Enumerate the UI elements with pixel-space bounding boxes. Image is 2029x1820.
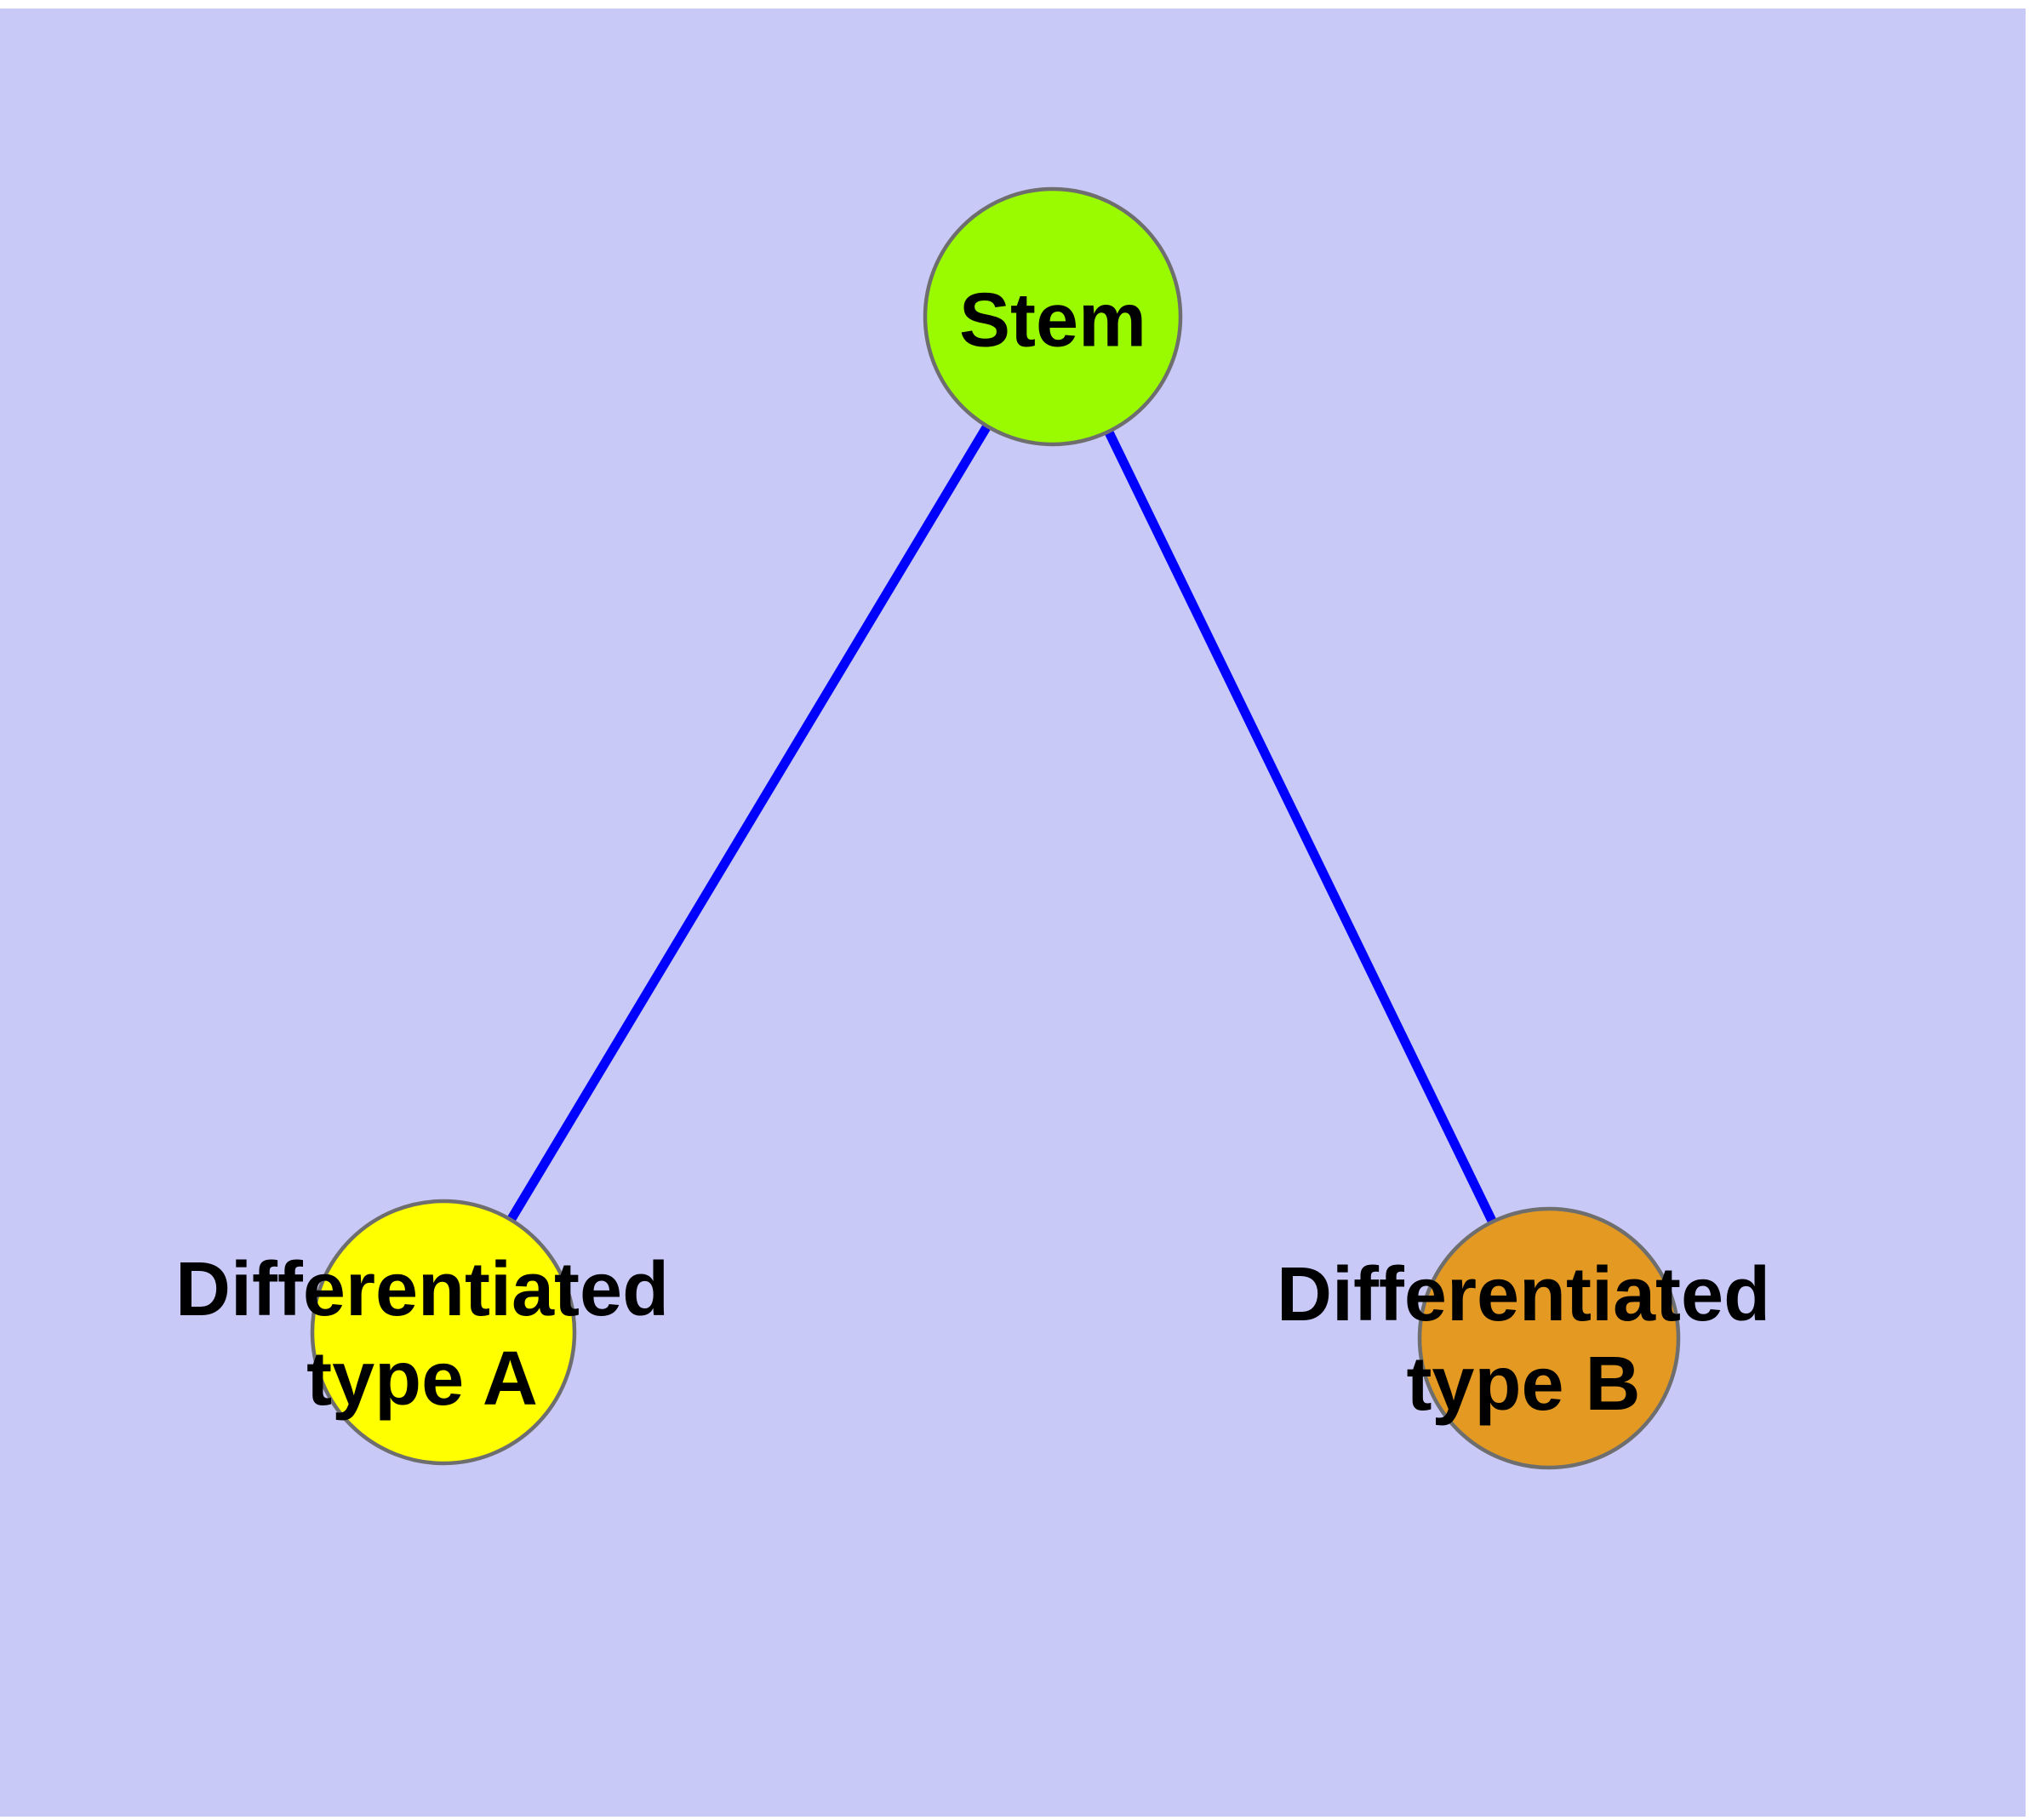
node-type-a-label-line1: Differentiated (174, 1247, 670, 1332)
node-type-a-label-line2: type A (306, 1336, 538, 1422)
node-type-b-circle (1417, 1206, 1681, 1470)
node-type-b-label-line1: Differentiated (1276, 1252, 1771, 1337)
edge-stem-to-type-b (1049, 314, 1553, 1341)
node-stem-circle (923, 186, 1183, 447)
node-type-b-label-line2: type B (1406, 1342, 1641, 1427)
node-stem-label: Stem (958, 278, 1147, 363)
node-type-b-label: Differentiated type B (1277, 1251, 1770, 1429)
edge-stem-to-type-a (439, 314, 1057, 1335)
node-type-a-label: Differentiated type A (175, 1245, 669, 1424)
node-type-a-circle (310, 1199, 577, 1466)
